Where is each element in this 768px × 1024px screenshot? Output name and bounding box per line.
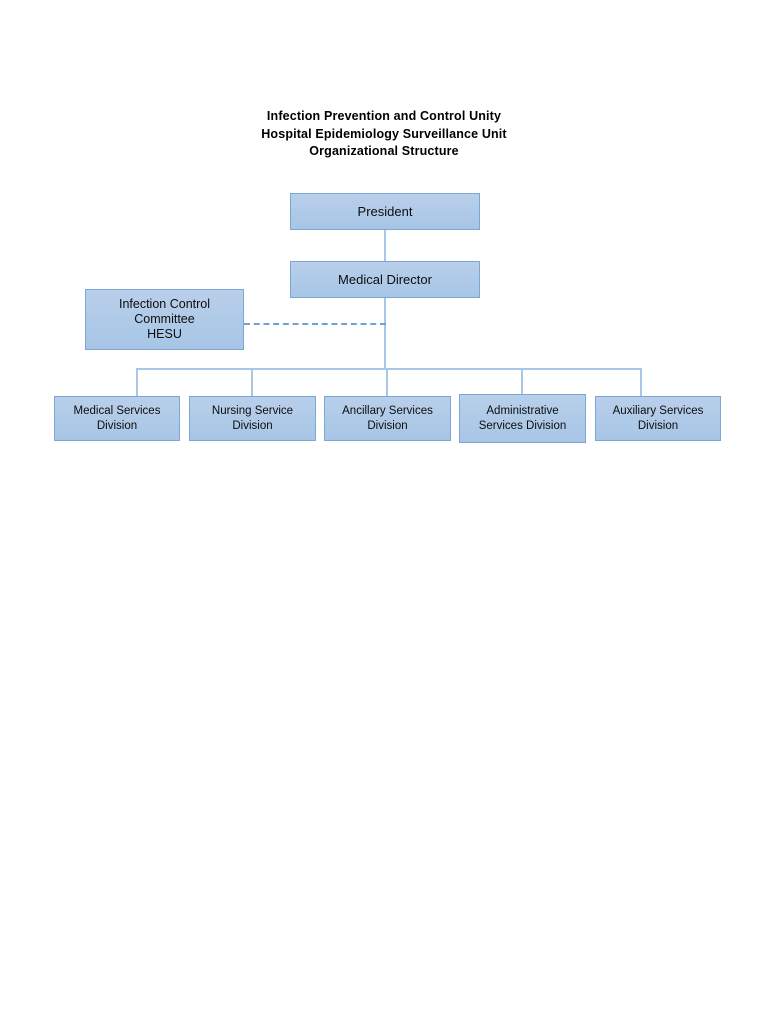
connector-drop-administrative-services [521,368,523,395]
node-ancillary-services-division-label: Ancillary Services Division [342,404,433,432]
connector-drop-nursing-service [251,368,253,397]
node-medical-director-label: Medical Director [338,272,432,287]
node-medical-services-division[interactable]: Medical Services Division [54,396,180,441]
title-line-1: Infection Prevention and Control Unity [266,109,502,123]
node-infection-control-committee-label: Infection Control Committee HESU [118,297,211,341]
connector-drop-auxiliary-services [640,368,642,397]
node-administrative-services-division[interactable]: Administrative Services Division [459,394,586,443]
connector-drop-ancillary-services [386,368,388,397]
node-auxiliary-services-division[interactable]: Auxiliary Services Division [595,396,721,441]
node-medical-services-division-label: Medical Services Division [73,404,161,432]
node-auxiliary-services-division-label: Auxiliary Services Division [612,404,704,432]
connector-dashed-infection-control-committee [244,323,386,325]
node-medical-director[interactable]: Medical Director [290,261,480,298]
node-president-label: President [357,204,413,219]
node-president[interactable]: President [290,193,480,230]
title-line-3: Organizational Structure [309,144,459,158]
node-nursing-service-division-label: Nursing Service Division [211,404,294,432]
connector-drop-medical-services [136,368,138,397]
connector-president-to-medical-director [384,229,386,262]
node-administrative-services-division-label: Administrative Services Division [478,404,567,432]
page-title: Infection Prevention and Control Unity H… [0,108,768,161]
node-infection-control-committee[interactable]: Infection Control Committee HESU [85,289,244,350]
connector-medical-director-trunk [384,297,386,369]
connector-division-bus [137,368,641,370]
node-ancillary-services-division[interactable]: Ancillary Services Division [324,396,451,441]
node-nursing-service-division[interactable]: Nursing Service Division [189,396,316,441]
title-line-2: Hospital Epidemiology Surveillance Unit [261,126,507,141]
